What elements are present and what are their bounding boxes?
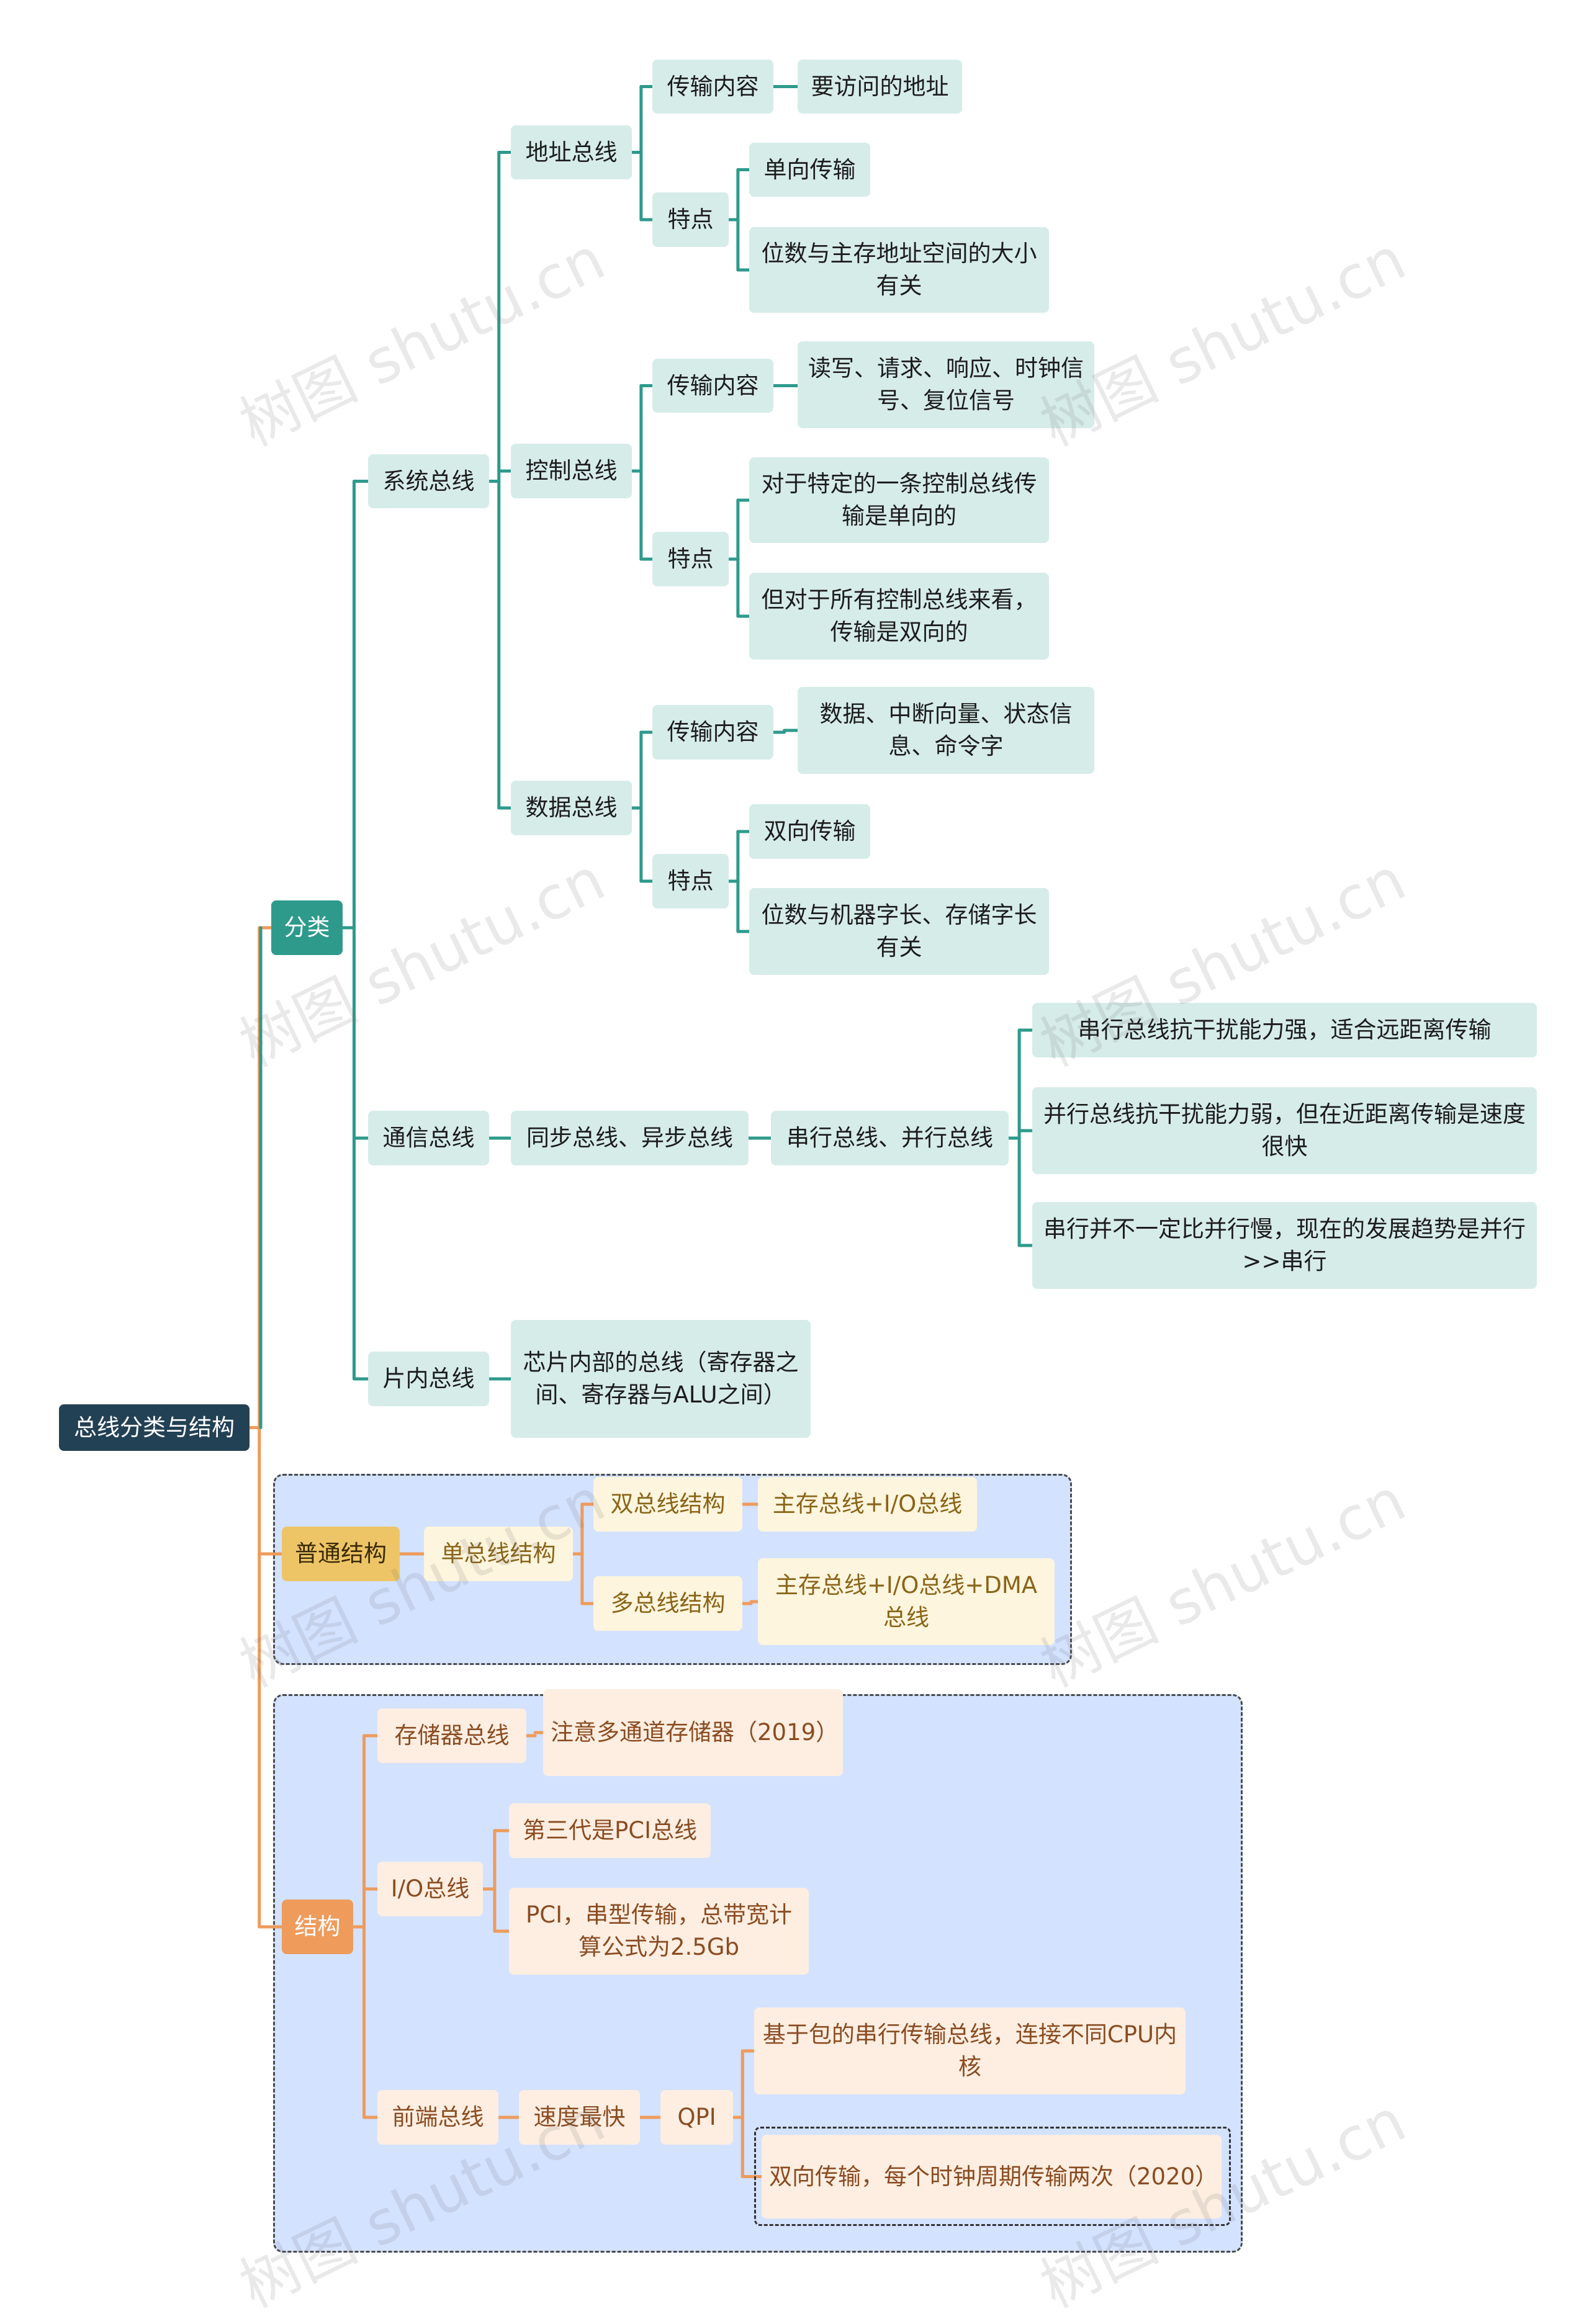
comm-bus-node[interactable]: 通信总线 (368, 1111, 489, 1165)
comm-note-2[interactable]: 并行总线抗干扰能力弱，但在近距离传输是速度很快 (1032, 1087, 1537, 1174)
data-bus-node[interactable]: 数据总线 (511, 781, 632, 835)
classification-node[interactable]: 分类 (271, 900, 343, 955)
serial-parallel-node[interactable]: 串行总线、并行总线 (771, 1111, 1009, 1165)
control-bus-node[interactable]: 控制总线 (511, 444, 632, 498)
root-node[interactable]: 总线分类与结构 (59, 1404, 250, 1451)
general-structure-node[interactable]: 普通结构 (282, 1527, 400, 1581)
dual-bus-node[interactable]: 双总线结构 (593, 1477, 742, 1532)
dual-bus-desc[interactable]: 主存总线+I/O总线 (758, 1477, 977, 1532)
address-feature-label[interactable]: 特点 (652, 192, 729, 247)
data-feature-label[interactable]: 特点 (652, 854, 729, 909)
address-bus-node[interactable]: 地址总线 (511, 125, 632, 179)
data-content[interactable]: 数据、中断向量、状态信息、命令字 (798, 687, 1094, 774)
sync-async-node[interactable]: 同步总线、异步总线 (511, 1111, 749, 1165)
address-feature-2[interactable]: 位数与主存地址空间的大小有关 (749, 227, 1049, 313)
front-bus-item-2[interactable]: 双向传输，每个时钟周期传输两次（2020） (762, 2135, 1222, 2219)
io-bus-node[interactable]: I/O总线 (377, 1862, 483, 1916)
io-bus-item-2[interactable]: PCI，串型传输，总带宽计算公式为2.5Gb (509, 1888, 809, 1975)
control-feature-label[interactable]: 特点 (652, 532, 729, 586)
control-feature-2[interactable]: 但对于所有控制总线来看，传输是双向的 (749, 573, 1049, 660)
selected-node-outline (754, 2127, 1231, 2226)
comm-note-3[interactable]: 串行并不一定比并行慢，现在的发展趋势是并行>>串行 (1032, 1202, 1537, 1289)
control-content[interactable]: 读写、请求、响应、时钟信号、复位信号 (798, 341, 1094, 428)
front-bus-item-1[interactable]: 基于包的串行传输总线，连接不同CPU内核 (754, 2008, 1186, 2094)
onchip-bus-node[interactable]: 片内总线 (368, 1352, 489, 1406)
front-bus-node[interactable]: 前端总线 (377, 2090, 498, 2145)
system-bus-node[interactable]: 系统总线 (368, 454, 489, 508)
onchip-desc[interactable]: 芯片内部的总线（寄存器之间、寄存器与ALU之间） (511, 1320, 811, 1438)
address-content-label[interactable]: 传输内容 (652, 60, 773, 114)
control-content-label[interactable]: 传输内容 (652, 359, 773, 413)
memory-bus-node[interactable]: 存储器总线 (377, 1708, 526, 1763)
data-feature-1[interactable]: 双向传输 (749, 804, 870, 859)
multi-bus-desc[interactable]: 主存总线+I/O总线+DMA总线 (758, 1558, 1055, 1645)
data-content-label[interactable]: 传输内容 (652, 705, 773, 760)
address-feature-1[interactable]: 单向传输 (749, 143, 870, 197)
io-bus-item-1[interactable]: 第三代是PCI总线 (509, 1803, 711, 1858)
qpi-node[interactable]: QPI (660, 2090, 733, 2145)
speed-node[interactable]: 速度最快 (519, 2090, 640, 2145)
single-bus-node[interactable]: 单总线结构 (424, 1527, 573, 1581)
comm-note-1[interactable]: 串行总线抗干扰能力强，适合远距离传输 (1032, 1003, 1537, 1057)
control-feature-1[interactable]: 对于特定的一条控制总线传输是单向的 (749, 457, 1049, 543)
data-feature-2[interactable]: 位数与机器字长、存储字长有关 (749, 888, 1049, 975)
address-content[interactable]: 要访问的地址 (798, 60, 962, 114)
structure-node[interactable]: 结构 (282, 1900, 353, 1954)
memory-bus-desc[interactable]: 注意多通道存储器（2019） (543, 1689, 843, 1776)
multi-bus-node[interactable]: 多总线结构 (593, 1576, 742, 1631)
